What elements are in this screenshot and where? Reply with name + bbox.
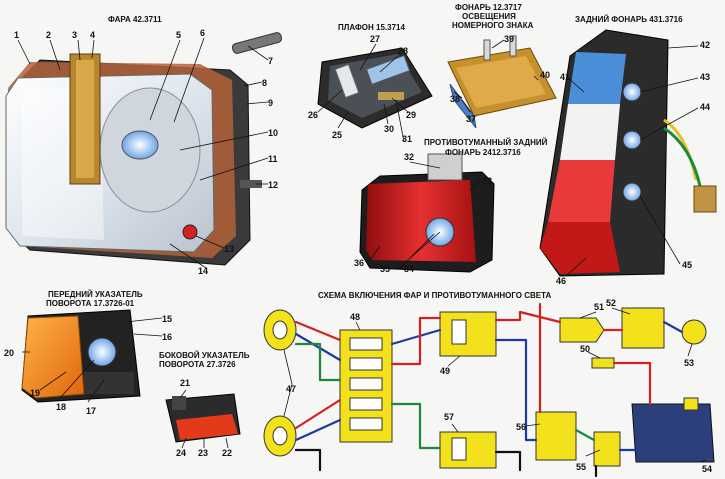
- plate-lamp-title-2: ОСВЕЩЕНИЯ: [462, 12, 516, 21]
- callout-52: 52: [606, 298, 616, 308]
- callout-44: 44: [700, 102, 710, 112]
- callout-24: 24: [176, 448, 186, 458]
- callout-leaders: [17, 37, 707, 463]
- callout-28: 28: [398, 46, 408, 56]
- headlight-icon: [5, 32, 283, 266]
- callout-41: 41: [560, 72, 570, 82]
- fog-lamp-title-1: ПРОТИВОТУМАННЫЙ ЗАДНИЙ: [424, 138, 548, 147]
- callout-35: 35: [380, 264, 390, 274]
- callout-54: 54: [702, 464, 712, 474]
- switch-icon-2: [535, 411, 577, 461]
- side-indicator-icon: [165, 393, 241, 443]
- callout-33: 33: [482, 176, 492, 186]
- callout-5: 5: [176, 30, 181, 40]
- side-indicator-title-1: БОКОВОЙ УКАЗАТЕЛЬ: [159, 351, 250, 360]
- callout-17: 17: [86, 406, 96, 416]
- headlamp-symbol-icon: [263, 309, 297, 457]
- callout-12: 12: [268, 180, 278, 190]
- headlight-title: ФАРА 42.3711: [108, 15, 162, 24]
- callout-9: 9: [268, 98, 273, 108]
- callout-22: 22: [222, 448, 232, 458]
- rear-lamp-icon: [539, 29, 717, 277]
- callout-10: 10: [268, 128, 278, 138]
- rear-lamp-title: ЗАДНИЙ ФОНАРЬ 431.3716: [575, 15, 683, 24]
- callout-13: 13: [224, 244, 234, 254]
- callout-31: 31: [402, 134, 412, 144]
- fuse-icon: [591, 357, 615, 369]
- callout-27: 27: [370, 34, 380, 44]
- callout-43: 43: [700, 72, 710, 82]
- callout-38: 38: [450, 94, 460, 104]
- fog-lamp-icon: [359, 153, 495, 273]
- callout-23: 23: [198, 448, 208, 458]
- callout-3: 3: [72, 30, 77, 40]
- callout-45: 45: [682, 260, 692, 270]
- callout-53: 53: [684, 358, 694, 368]
- relay-icon-2: [439, 431, 497, 469]
- callout-7: 7: [268, 56, 273, 66]
- callout-18: 18: [56, 402, 66, 412]
- callout-57: 57: [444, 412, 454, 422]
- callout-8: 8: [262, 78, 267, 88]
- callout-25: 25: [332, 130, 342, 140]
- callout-26: 26: [308, 110, 318, 120]
- callout-51: 51: [594, 302, 604, 312]
- front-indicator-title-1: ПЕРЕДНИЙ УКАЗАТЕЛЬ: [48, 290, 143, 299]
- relay-icon-3: [621, 307, 665, 349]
- callout-32: 32: [404, 152, 414, 162]
- plate-lamp-icon: [447, 35, 557, 129]
- wiring-scheme: [263, 302, 715, 478]
- callout-40: 40: [540, 70, 550, 80]
- wiring-scheme-title: СХЕМА ВКЛЮЧЕНИЯ ФАР И ПРОТИВОТУМАННОГО С…: [318, 291, 551, 300]
- callout-30: 30: [384, 124, 394, 134]
- callout-48: 48: [350, 312, 360, 322]
- callout-37: 37: [466, 114, 476, 124]
- callout-2: 2: [46, 30, 51, 40]
- relay-icon: [439, 311, 497, 357]
- switch-icon-3: [593, 431, 621, 467]
- callout-4: 4: [90, 30, 95, 40]
- callout-29: 29: [406, 110, 416, 120]
- callout-14: 14: [198, 266, 208, 276]
- callout-16: 16: [162, 332, 172, 342]
- callout-36: 36: [354, 258, 364, 268]
- fog-lamp-title-2: ФОНАРЬ 2412.3716: [445, 148, 521, 157]
- callout-19: 19: [30, 388, 40, 398]
- callout-39: 39: [504, 34, 514, 44]
- callout-47: 47: [286, 384, 296, 394]
- front-indicator-title-2: ПОВОРОТА 17.3726-01: [46, 299, 135, 308]
- plate-lamp-title-1: ФОНАРЬ 12.3717: [455, 3, 522, 12]
- callout-15: 15: [162, 314, 172, 324]
- callouts: 1 2 3 4 5 6 7 8 9 10 11 12 13 14 15 16 1…: [4, 28, 712, 474]
- callout-46: 46: [556, 276, 566, 286]
- callout-56: 56: [516, 422, 526, 432]
- ceiling-lamp-title: ПЛАФОН 15.3714: [338, 23, 405, 32]
- callout-34: 34: [404, 264, 414, 274]
- callout-6: 6: [200, 28, 205, 38]
- bulb-icon: [681, 319, 707, 345]
- callout-21: 21: [180, 378, 190, 388]
- switch-icon: [559, 317, 605, 343]
- callout-20: 20: [4, 348, 14, 358]
- callout-55: 55: [576, 462, 586, 472]
- side-indicator-title-2: ПОВОРОТА 27.3726: [159, 360, 236, 369]
- front-indicator-icon: [21, 309, 141, 403]
- callout-1: 1: [14, 30, 19, 40]
- callout-49: 49: [440, 366, 450, 376]
- plate-lamp-title-3: НОМЕРНОГО ЗНАКА: [452, 21, 534, 30]
- callout-50: 50: [580, 344, 590, 354]
- callout-11: 11: [268, 154, 278, 164]
- fog-lamp-symbol-icon: [631, 403, 715, 463]
- callout-42: 42: [700, 40, 710, 50]
